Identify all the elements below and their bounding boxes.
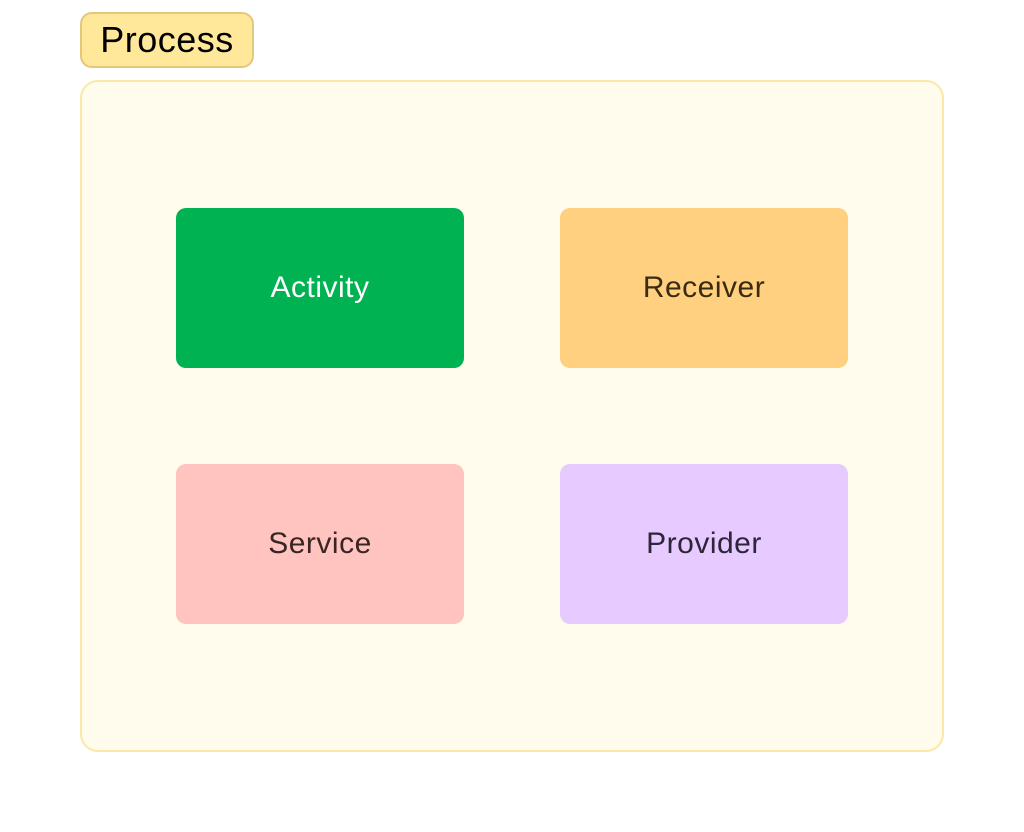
provider-node[interactable]: Provider bbox=[560, 464, 848, 624]
service-node[interactable]: Service bbox=[176, 464, 464, 624]
process-group-container bbox=[80, 80, 944, 752]
process-group-label: Process bbox=[80, 12, 254, 68]
receiver-node[interactable]: Receiver bbox=[560, 208, 848, 368]
activity-node[interactable]: Activity bbox=[176, 208, 464, 368]
